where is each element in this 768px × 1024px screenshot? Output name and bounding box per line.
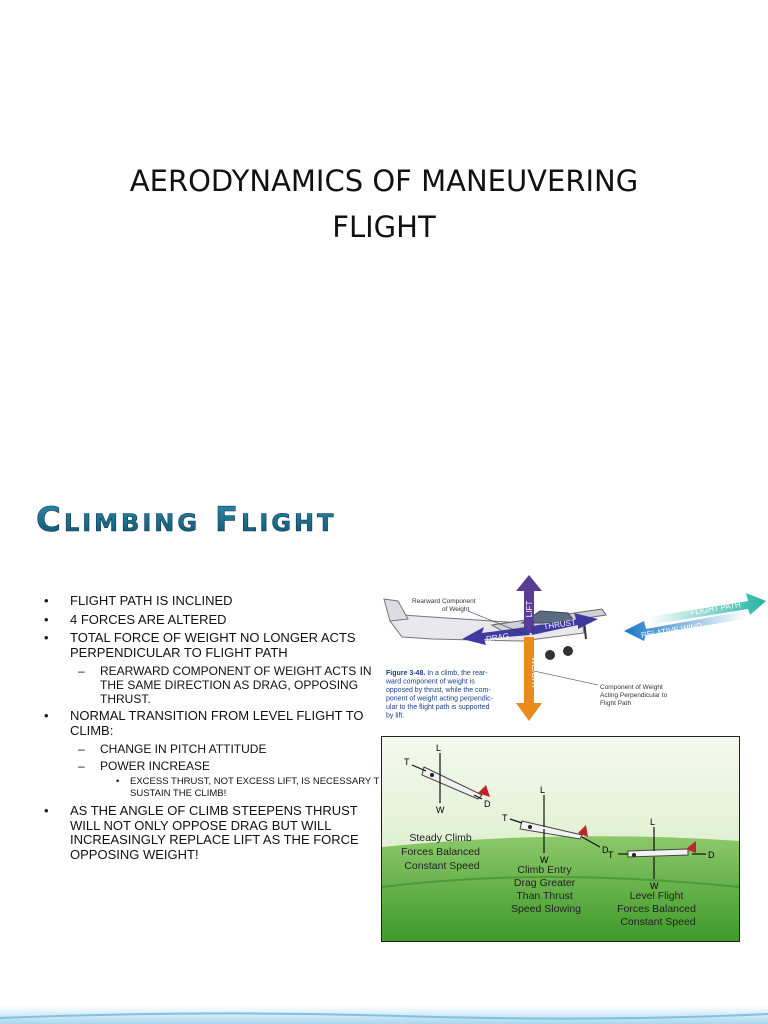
climb-entry-label: Climb Entry Drag Greater Than Thrust Spe…: [511, 864, 581, 915]
level-flight-label: Level Flight Forces Balanced Constant Sp…: [617, 890, 699, 928]
bullet-angle-of-climb: AS THE ANGLE OF CLIMB STEEPENS THRUST WI…: [44, 803, 382, 862]
steady-drag-label: D: [484, 799, 491, 809]
level-flight-airplane: L W T D: [608, 817, 715, 891]
bullet-list: FLIGHT PATH IS INCLINED 4 FORCES ARE ALT…: [44, 593, 382, 866]
entry-weight-label: W: [540, 855, 549, 865]
excess-thrust-line-1: EXCESS THRUST, NOT EXCESS LIFT, IS NECES…: [130, 776, 380, 787]
drag-label: DRAG: [486, 631, 510, 643]
climb-forces-figure: LIFT WEIGHT DRAG THRUST Rearward Compone…: [372, 563, 768, 727]
weight-arrow: WEIGHT: [516, 637, 542, 721]
figure-caption: Figure 3-48. In a climb, the rear- ward …: [385, 670, 495, 720]
slide-title: AERODYNAMICS OF MANEUVERING FLIGHT: [0, 158, 768, 250]
bullet-total-force-weight: TOTAL FORCE OF WEIGHT NO LONGER ACTS PER…: [44, 630, 382, 660]
level-drag-label: D: [708, 850, 715, 860]
title-slide: AERODYNAMICS OF MANEUVERING FLIGHT: [0, 0, 768, 470]
perpendicular-component-label: Component of Weight Acting Perpendicular…: [600, 684, 669, 707]
climb-transition-figure: L W T D L W T D L W T D Steady Climb For…: [381, 736, 740, 942]
weight-label: WEIGHT: [530, 657, 539, 689]
bullet-flight-path-inclined: FLIGHT PATH IS INCLINED: [44, 593, 382, 609]
steady-climb-label: Steady Climb Forces Balanced Constant Sp…: [401, 832, 483, 872]
steady-weight-label: W: [436, 805, 445, 815]
climbing-flight-heading: Climbing Flight: [36, 500, 337, 541]
drag-arrow: DRAG: [462, 627, 530, 645]
sub-bullet-power-increase: POWER INCREASE: [44, 759, 382, 773]
footer-wave-band: [0, 1006, 768, 1024]
steady-thrust-label: T: [404, 757, 410, 767]
level-weight-label: W: [650, 881, 659, 891]
level-lift-label: L: [650, 817, 655, 827]
heading-text: Climbing Flight: [36, 500, 337, 540]
entry-lift-label: L: [540, 785, 545, 795]
level-thrust-label: T: [608, 850, 614, 860]
lift-label: LIFT: [525, 601, 534, 618]
bullet-normal-transition: NORMAL TRANSITION FROM LEVEL FLIGHT TO C…: [44, 708, 382, 738]
bullet-forces-altered: 4 FORCES ARE ALTERED: [44, 612, 382, 628]
sub-bullet-rearward-component: REARWARD COMPONENT OF WEIGHT ACTS IN THE…: [44, 664, 382, 706]
thrust-arrow: THRUST: [530, 613, 598, 635]
thrust-label: THRUST: [543, 618, 576, 631]
entry-drag-label: D: [602, 845, 609, 855]
steady-lift-label: L: [436, 743, 441, 753]
slide-title-line-2: FLIGHT: [332, 210, 436, 244]
excess-thrust-line-2: SUSTAIN THE CLIMB!: [130, 788, 227, 799]
rearward-component-label: Rearward Component of Weight: [412, 598, 477, 613]
entry-thrust-label: T: [502, 813, 508, 823]
sub-sub-bullet-excess-thrust: EXCESS THRUST, NOT EXCESS LIFT, IS NECES…: [44, 776, 382, 800]
lift-arrow: LIFT: [516, 575, 542, 633]
slide-title-line-1: AERODYNAMICS OF MANEUVERING: [129, 164, 639, 198]
steady-climb-airplane: L W T D: [404, 743, 491, 815]
climb-entry-airplane: L W T D: [502, 785, 609, 865]
sub-bullet-pitch-attitude: CHANGE IN PITCH ATTITUDE: [44, 742, 382, 756]
